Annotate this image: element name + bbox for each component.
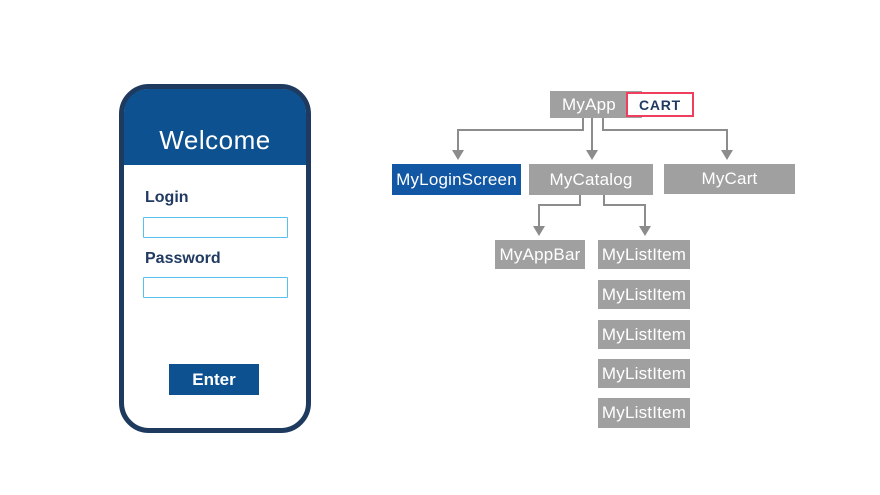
tree-node-mycatalog: MyCatalog bbox=[529, 164, 653, 195]
arrowhead-mylistitem bbox=[639, 226, 651, 236]
arrowhead-myappbar bbox=[533, 226, 545, 236]
tree-node-mycart: MyCart bbox=[664, 164, 795, 194]
welcome-title: Welcome bbox=[159, 125, 271, 155]
edge-myapp-to-mycart bbox=[602, 118, 728, 151]
enter-button[interactable]: Enter bbox=[169, 364, 259, 395]
login-label: Login bbox=[145, 189, 189, 206]
edge-myapp-to-myloginscreen bbox=[457, 118, 584, 151]
tree-node-mylistitem: MyListItem bbox=[598, 240, 690, 269]
cart-badge: CART bbox=[626, 92, 694, 117]
password-label: Password bbox=[145, 250, 221, 267]
phone-mockup: Welcome Login Password Enter bbox=[119, 84, 311, 433]
tree-node-mylistitem: MyListItem bbox=[598, 398, 690, 428]
tree-node-myloginscreen: MyLoginScreen bbox=[392, 164, 521, 195]
arrowhead-mycatalog bbox=[586, 150, 598, 160]
tree-node-mylistitem: MyListItem bbox=[598, 280, 690, 309]
password-input[interactable] bbox=[143, 277, 288, 298]
tree-node-mylistitem: MyListItem bbox=[598, 320, 690, 349]
arrowhead-myloginscreen bbox=[452, 150, 464, 160]
login-input[interactable] bbox=[143, 217, 288, 238]
edge-mycatalog-to-mylistitem bbox=[603, 195, 646, 227]
edge-mycatalog-to-myappbar bbox=[538, 195, 581, 227]
phone-header: Welcome bbox=[124, 89, 306, 165]
tree-node-mylistitem: MyListItem bbox=[598, 359, 690, 388]
arrowhead-mycart bbox=[721, 150, 733, 160]
tree-node-myappbar: MyAppBar bbox=[495, 240, 585, 269]
